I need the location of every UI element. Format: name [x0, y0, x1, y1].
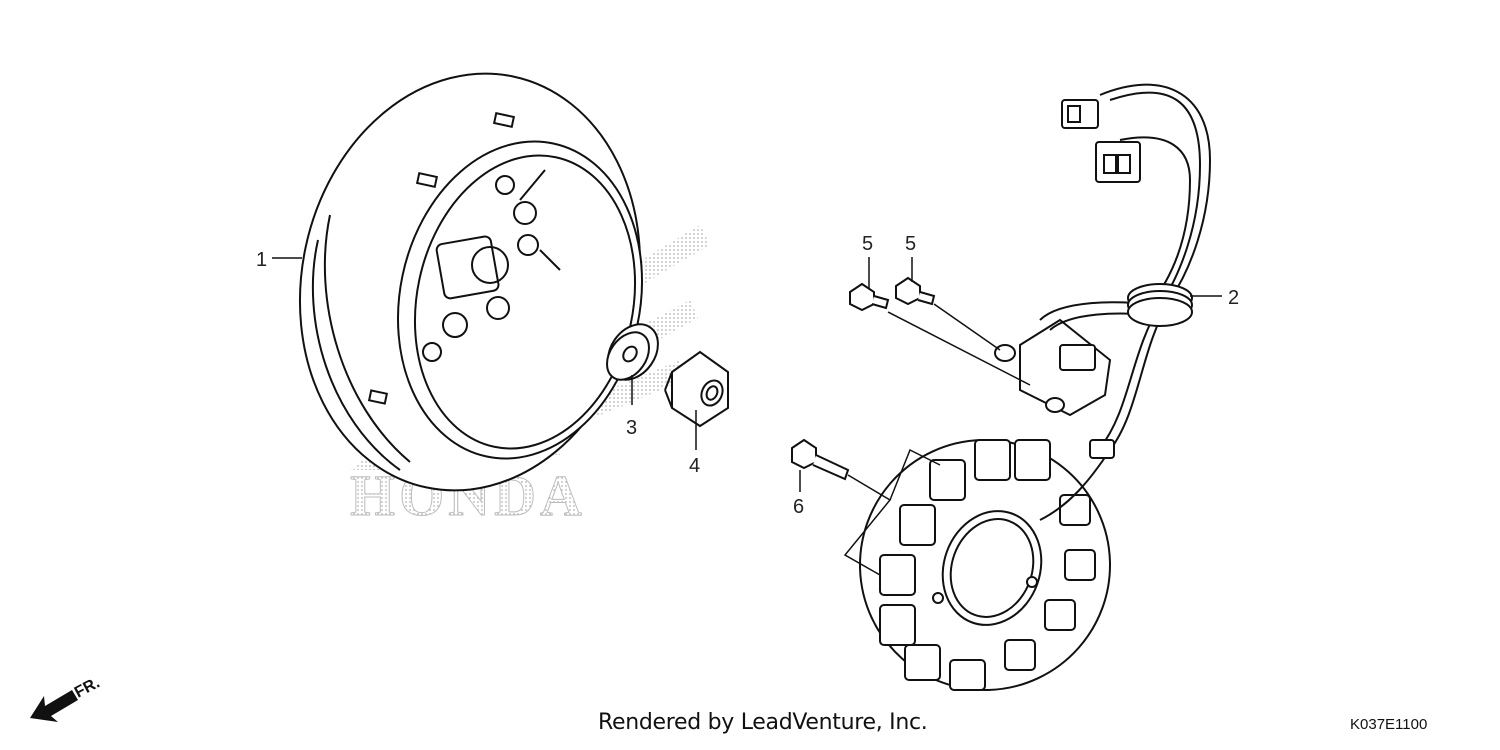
callout-2: 2	[1228, 287, 1239, 309]
front-direction-label: FR.	[72, 674, 103, 701]
bolt-6	[791, 438, 850, 481]
wiring-harness	[1039, 83, 1212, 521]
pulse-generator	[994, 318, 1112, 417]
callout-1: 1	[256, 249, 267, 271]
front-direction-arrow: FR.	[30, 674, 103, 722]
leader-lines	[272, 257, 1222, 576]
washer	[606, 323, 659, 381]
bolt-5a	[849, 282, 890, 312]
render-credit: Rendered by LeadVenture, Inc.	[598, 710, 928, 735]
diagram-code: K037E1100	[1350, 716, 1428, 733]
callout-5b: 5	[905, 233, 916, 255]
callout-3: 3	[626, 417, 637, 439]
callout-6: 6	[793, 496, 804, 518]
flywheel-rotor	[298, 72, 644, 492]
bolt-5b	[895, 276, 936, 306]
callout-4: 4	[689, 455, 700, 477]
stator-coil	[859, 439, 1111, 691]
callout-5a: 5	[862, 233, 873, 255]
stator-poles	[879, 439, 1096, 691]
flange-nut	[664, 350, 729, 428]
